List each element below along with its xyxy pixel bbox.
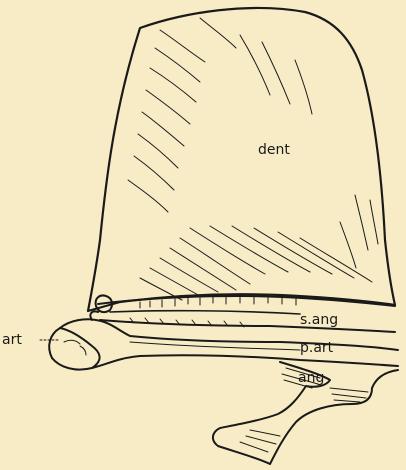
label-dent: dent <box>258 142 290 158</box>
dentary-hatching-upper <box>128 18 312 212</box>
label-art: art <box>2 332 22 348</box>
dentary-bone <box>88 8 395 311</box>
label-ang: ang <box>298 370 324 386</box>
label-p-art: p.art <box>300 340 334 356</box>
prearticular-bone <box>52 319 398 369</box>
dentary-hatching-lower <box>140 195 378 300</box>
surangular-bone <box>98 296 395 332</box>
label-s-ang: s.ang <box>300 312 338 328</box>
